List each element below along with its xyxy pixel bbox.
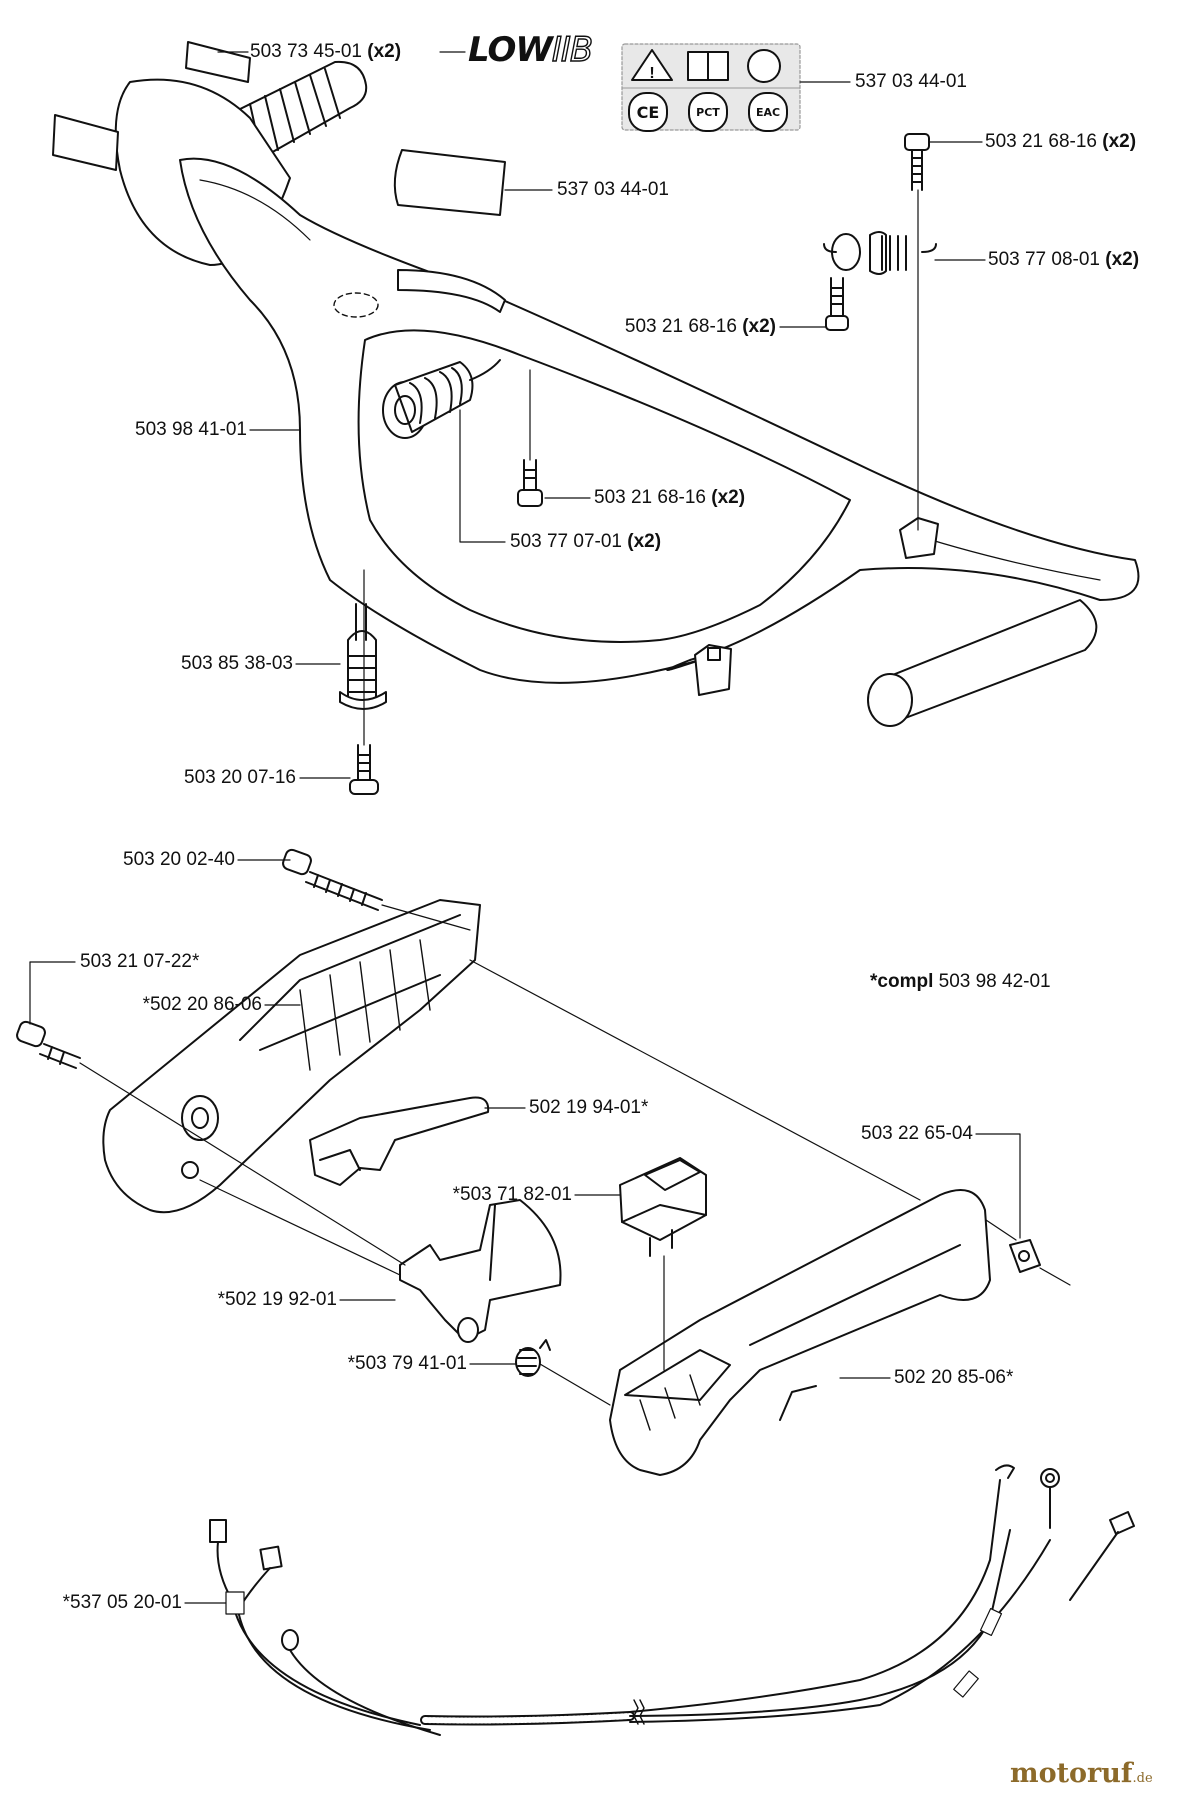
- label-503-21-68-16-mid: 503 21 68-16 (x2): [624, 316, 776, 337]
- leader-lines-top: [217, 51, 986, 779]
- switch-block: [619, 1157, 707, 1257]
- label-502-20-85-06: 502 20 85-06*: [894, 1367, 1014, 1388]
- front-handle-bar: [114, 60, 1140, 727]
- label-503-21-68-16-top: 503 21 68-16 (x2): [985, 131, 1137, 152]
- screw-mid-right: [825, 277, 849, 331]
- handle-half-left: [102, 899, 481, 1214]
- label-503-21-68-16-center: 503 21 68-16 (x2): [594, 487, 746, 508]
- label-502-19-92-01: *502 19 92-01: [217, 1289, 337, 1310]
- label-537-05-20-01: *537 05 20-01: [62, 1592, 182, 1613]
- spring-upper-right: [823, 231, 937, 275]
- ce-mark-icon: CE: [628, 92, 668, 132]
- screw-bottom-left: [349, 744, 379, 795]
- assembly-lines: [79, 904, 1071, 1406]
- label-503-20-02-40: 503 20 02-40: [123, 849, 235, 870]
- label-502-19-94-01: 502 19 94-01*: [529, 1097, 649, 1118]
- label-503-22-65-04: 503 22 65-04: [861, 1123, 973, 1144]
- label-503-20-07-16: 503 20 07-16: [184, 767, 296, 788]
- label-503-85-38-03: 503 85 38-03: [181, 653, 293, 674]
- label-503-21-07-22: 503 21 07-22*: [80, 951, 200, 972]
- handle-half-right: [609, 1189, 991, 1476]
- low-vib-logo: LOWIIB: [468, 29, 594, 70]
- wiring-harness: [209, 1464, 1135, 1736]
- svg-text:!: !: [649, 65, 654, 82]
- throttle-lockout-lever: [309, 1096, 490, 1186]
- long-screw: [282, 848, 383, 911]
- trigger-spring: [515, 1339, 551, 1377]
- compl-note: *compl 503 98 42-01: [870, 971, 1051, 992]
- eac-mark-icon: EAC: [748, 92, 788, 132]
- label-503-71-82-01: *503 71 82-01: [452, 1184, 572, 1205]
- label-503-73-45-01: 503 73 45-01 (x2): [250, 41, 402, 62]
- motoruf-watermark: motoruf.de: [1010, 1758, 1153, 1789]
- label-503-77-07-01: 503 77 07-01 (x2): [510, 531, 662, 552]
- label-503-77-08-01: 503 77 08-01 (x2): [988, 249, 1140, 270]
- screw-center: [517, 459, 543, 507]
- label-537-03-44-01-decal: 537 03 44-01: [557, 179, 669, 200]
- label-502-20-86-06: *502 20 86-06: [142, 994, 262, 1015]
- pct-mark-icon: PCT: [688, 92, 728, 132]
- decal-rectangle: [393, 149, 506, 313]
- leader-lines-bottom: [29, 859, 1021, 1604]
- spring-center: [382, 359, 501, 439]
- label-537-03-44-01-plate: 537 03 44-01: [855, 71, 967, 92]
- decal-pair-left: [52, 41, 251, 171]
- vibration-damper: [339, 603, 387, 710]
- screw-upper-right: [904, 133, 930, 191]
- throttle-trigger: [399, 1199, 562, 1343]
- short-screw: [16, 1020, 81, 1069]
- square-nut: [1009, 1239, 1041, 1273]
- label-503-98-41-01: 503 98 41-01: [135, 419, 247, 440]
- label-503-79-41-01: *503 79 41-01: [347, 1353, 467, 1374]
